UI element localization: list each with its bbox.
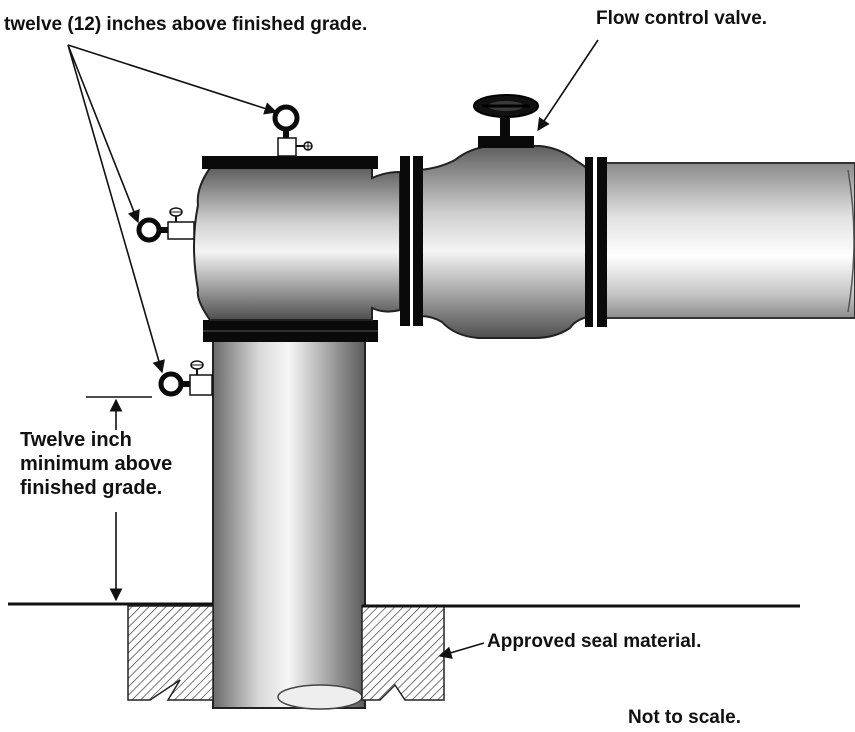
leader-to-side-tap [67,44,140,224]
seal-material-label: Approved seal material. [487,631,702,652]
valve-flange-right-a [585,157,593,327]
sample-tap-label-line1 [4,0,604,14]
valve-flange-left-a [400,156,410,326]
riser-pipe [212,339,366,709]
leader-to-top-tap [67,44,278,115]
twelve-inch-line1: Twelve inch [20,429,132,451]
twelve-inch-label: Twelve inch minimum above finished grade… [20,428,172,500]
sample-tap-riser-icon [158,360,213,397]
seal-block-right [361,605,445,701]
top-flange [202,156,378,169]
tee-body [193,167,401,321]
sample-tap-label: twelve (12) inches above finished grade. [4,0,604,36]
riser-pipe-bottom [277,684,363,710]
valve-stem [500,118,510,138]
valve-flange-left-b [413,156,423,326]
twelve-inch-line2: minimum above [20,453,173,475]
twelve-inch-line3: finished grade. [20,477,163,499]
valve-body [419,145,591,339]
flow-valve-label: Flow control valve. [596,8,768,29]
leader-to-valve [537,39,599,132]
leader-to-seal [438,642,485,659]
outlet-pipe [599,162,855,319]
sample-tap-side-icon [136,207,195,243]
valve-bonnet [478,136,534,148]
valve-flange-right-b [597,157,607,327]
sample-tap-label-line2: twelve (12) inches above finished grade. [4,14,368,35]
leader-to-riser-tap [67,44,165,374]
seal-block-left [127,605,214,701]
not-to-scale-label: Not to scale. [628,707,741,728]
sample-tap-top-icon [272,104,313,157]
